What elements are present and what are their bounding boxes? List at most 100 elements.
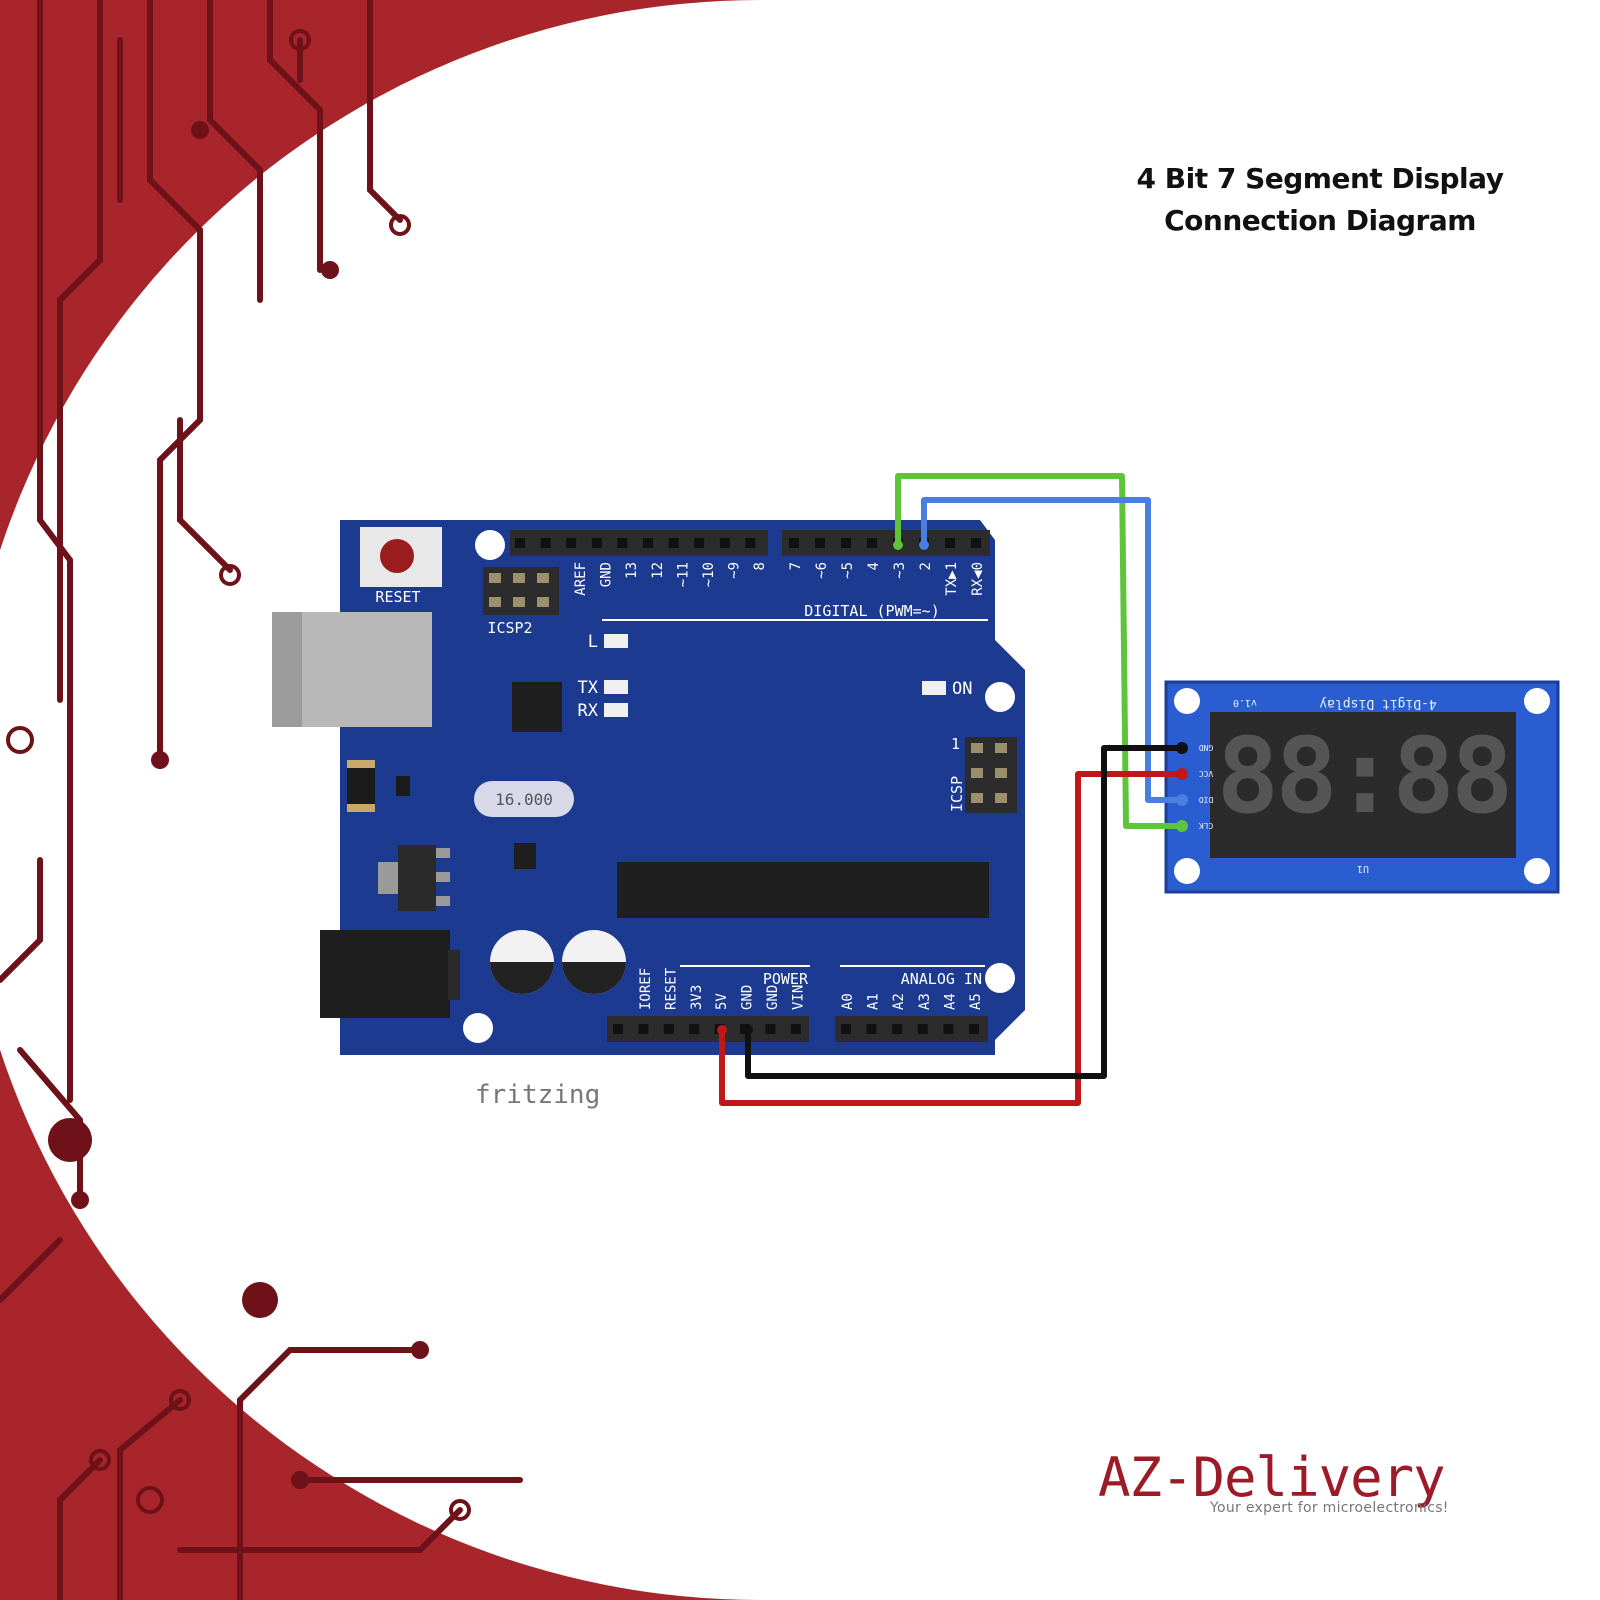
header-pin: [566, 538, 577, 548]
diagram-title: 4 Bit 7 Segment Display Connection Diagr…: [1090, 158, 1550, 242]
header-pin: [841, 1024, 851, 1034]
header-pin: [790, 1024, 801, 1034]
header-pin: [969, 1024, 979, 1034]
crystal-label: 16.000: [495, 790, 553, 809]
power-jack: [320, 930, 450, 1018]
pin-label: A3: [917, 993, 933, 1010]
pin-label: A4: [942, 993, 958, 1010]
led-rx: [604, 703, 628, 717]
power-header: [607, 1016, 809, 1042]
digital-header-right: [782, 530, 990, 556]
header-pin: [663, 1024, 674, 1034]
header-pin: [613, 1024, 623, 1034]
header-pin: [892, 1024, 903, 1034]
pin-label: RESET: [663, 967, 679, 1010]
voltage-regulator: [398, 845, 436, 911]
wires: [719, 473, 1182, 1106]
pin-label: A2: [891, 993, 907, 1010]
red-background: [0, 0, 760, 1600]
reset-label: RESET: [375, 588, 420, 606]
pin-label: 12: [650, 562, 666, 579]
header-pin: [694, 538, 705, 548]
led-l: [604, 634, 628, 648]
header-pin: [689, 1024, 700, 1034]
pin-label: A5: [968, 993, 984, 1010]
header-pin: [668, 538, 679, 548]
header-pin: [789, 538, 799, 548]
pin-label: AREF: [573, 562, 589, 596]
header-pin: [945, 538, 955, 548]
module-pin-label: VCC: [1199, 769, 1214, 778]
header-pin: [515, 538, 525, 548]
title-line-2: Connection Diagram: [1164, 204, 1476, 237]
led-l-label: L: [588, 632, 598, 652]
led-tx-label: TX: [578, 678, 599, 698]
header-pin: [917, 1024, 928, 1034]
pin-label: 4: [866, 562, 882, 570]
module-pin-label: CLK: [1199, 821, 1214, 830]
header-pin: [866, 1024, 877, 1034]
header-pin: [745, 538, 756, 548]
header-pin: [943, 1024, 954, 1034]
wire-dio-blue: [921, 497, 1182, 803]
wire-gnd-black: [745, 745, 1182, 1079]
pin-label: VIN: [790, 985, 806, 1010]
display-digits: 88:88: [1216, 715, 1509, 837]
module-pin-label: GND: [1199, 743, 1214, 752]
pin-label: A1: [866, 993, 882, 1010]
pin-label: 8: [752, 562, 768, 570]
pin-label: 7: [788, 562, 804, 570]
led-tx: [604, 680, 628, 694]
brand-name: AZ-Delivery: [1098, 1446, 1446, 1509]
power-label: POWER: [763, 970, 809, 988]
analog-header: [835, 1016, 988, 1042]
pin-label: ~3: [892, 562, 908, 579]
pin-label: RX◀0: [970, 562, 986, 596]
pin-label: A0: [840, 993, 856, 1010]
header-pin: [617, 538, 628, 548]
pin-label: ~5: [840, 562, 856, 579]
header-pin: [540, 538, 551, 548]
header-pin: [867, 538, 877, 548]
analog-label: ANALOG IN: [901, 970, 982, 988]
wire-vcc-red: [719, 771, 1182, 1106]
pin-label: 3V3: [689, 985, 705, 1010]
pin-label: 2: [918, 562, 934, 570]
pin-label: 5V: [714, 993, 730, 1010]
seven-segment-display: [1210, 712, 1516, 858]
header-pin: [643, 538, 653, 548]
wire-endpoints: [717, 540, 1188, 1035]
icsp-pin1-label: 1: [951, 735, 960, 753]
brand-tagline: Your expert for microelectronics!: [1210, 1500, 1449, 1516]
led-on-label: ON: [952, 679, 972, 699]
header-pin: [591, 538, 602, 548]
pin-label: GND: [740, 985, 756, 1010]
pin-label: IOREF: [638, 968, 654, 1010]
icsp-label: ICSP: [948, 776, 966, 812]
atmega-chip: [617, 862, 989, 918]
header-pin: [719, 538, 730, 548]
pin-label: ~6: [814, 562, 830, 579]
crystal-oscillator: [474, 781, 574, 817]
module-pin-label: DIO: [1199, 795, 1214, 804]
module-version: v1.0: [1233, 697, 1257, 708]
pin-label: ~10: [701, 562, 717, 587]
header-pin: [815, 538, 825, 548]
pin-label: ~11: [675, 562, 691, 587]
display-module: 4-Digit Display v1.0 U1 88:88 GNDVCCDIOC…: [1164, 680, 1560, 894]
pin-label: ~9: [727, 562, 743, 579]
pin-label: GND: [765, 985, 781, 1010]
pin-label: GND: [599, 562, 615, 587]
icsp2-label: ICSP2: [487, 619, 532, 637]
header-pin: [841, 538, 851, 548]
arduino-uno-board: RESET ICSP2 DIGITAL (PWM=~) L TX RX ON 1…: [272, 520, 1025, 1055]
wire-clk-green: [895, 473, 1182, 829]
az-delivery-logo: AZ-Delivery Your expert for microelectro…: [1098, 1448, 1518, 1528]
led-rx-label: RX: [578, 701, 599, 721]
led-on: [922, 681, 946, 695]
pin-label: TX▶1: [944, 562, 960, 596]
digital-label: DIGITAL (PWM=~): [804, 602, 939, 620]
module-title: 4-Digit Display: [1319, 696, 1437, 711]
